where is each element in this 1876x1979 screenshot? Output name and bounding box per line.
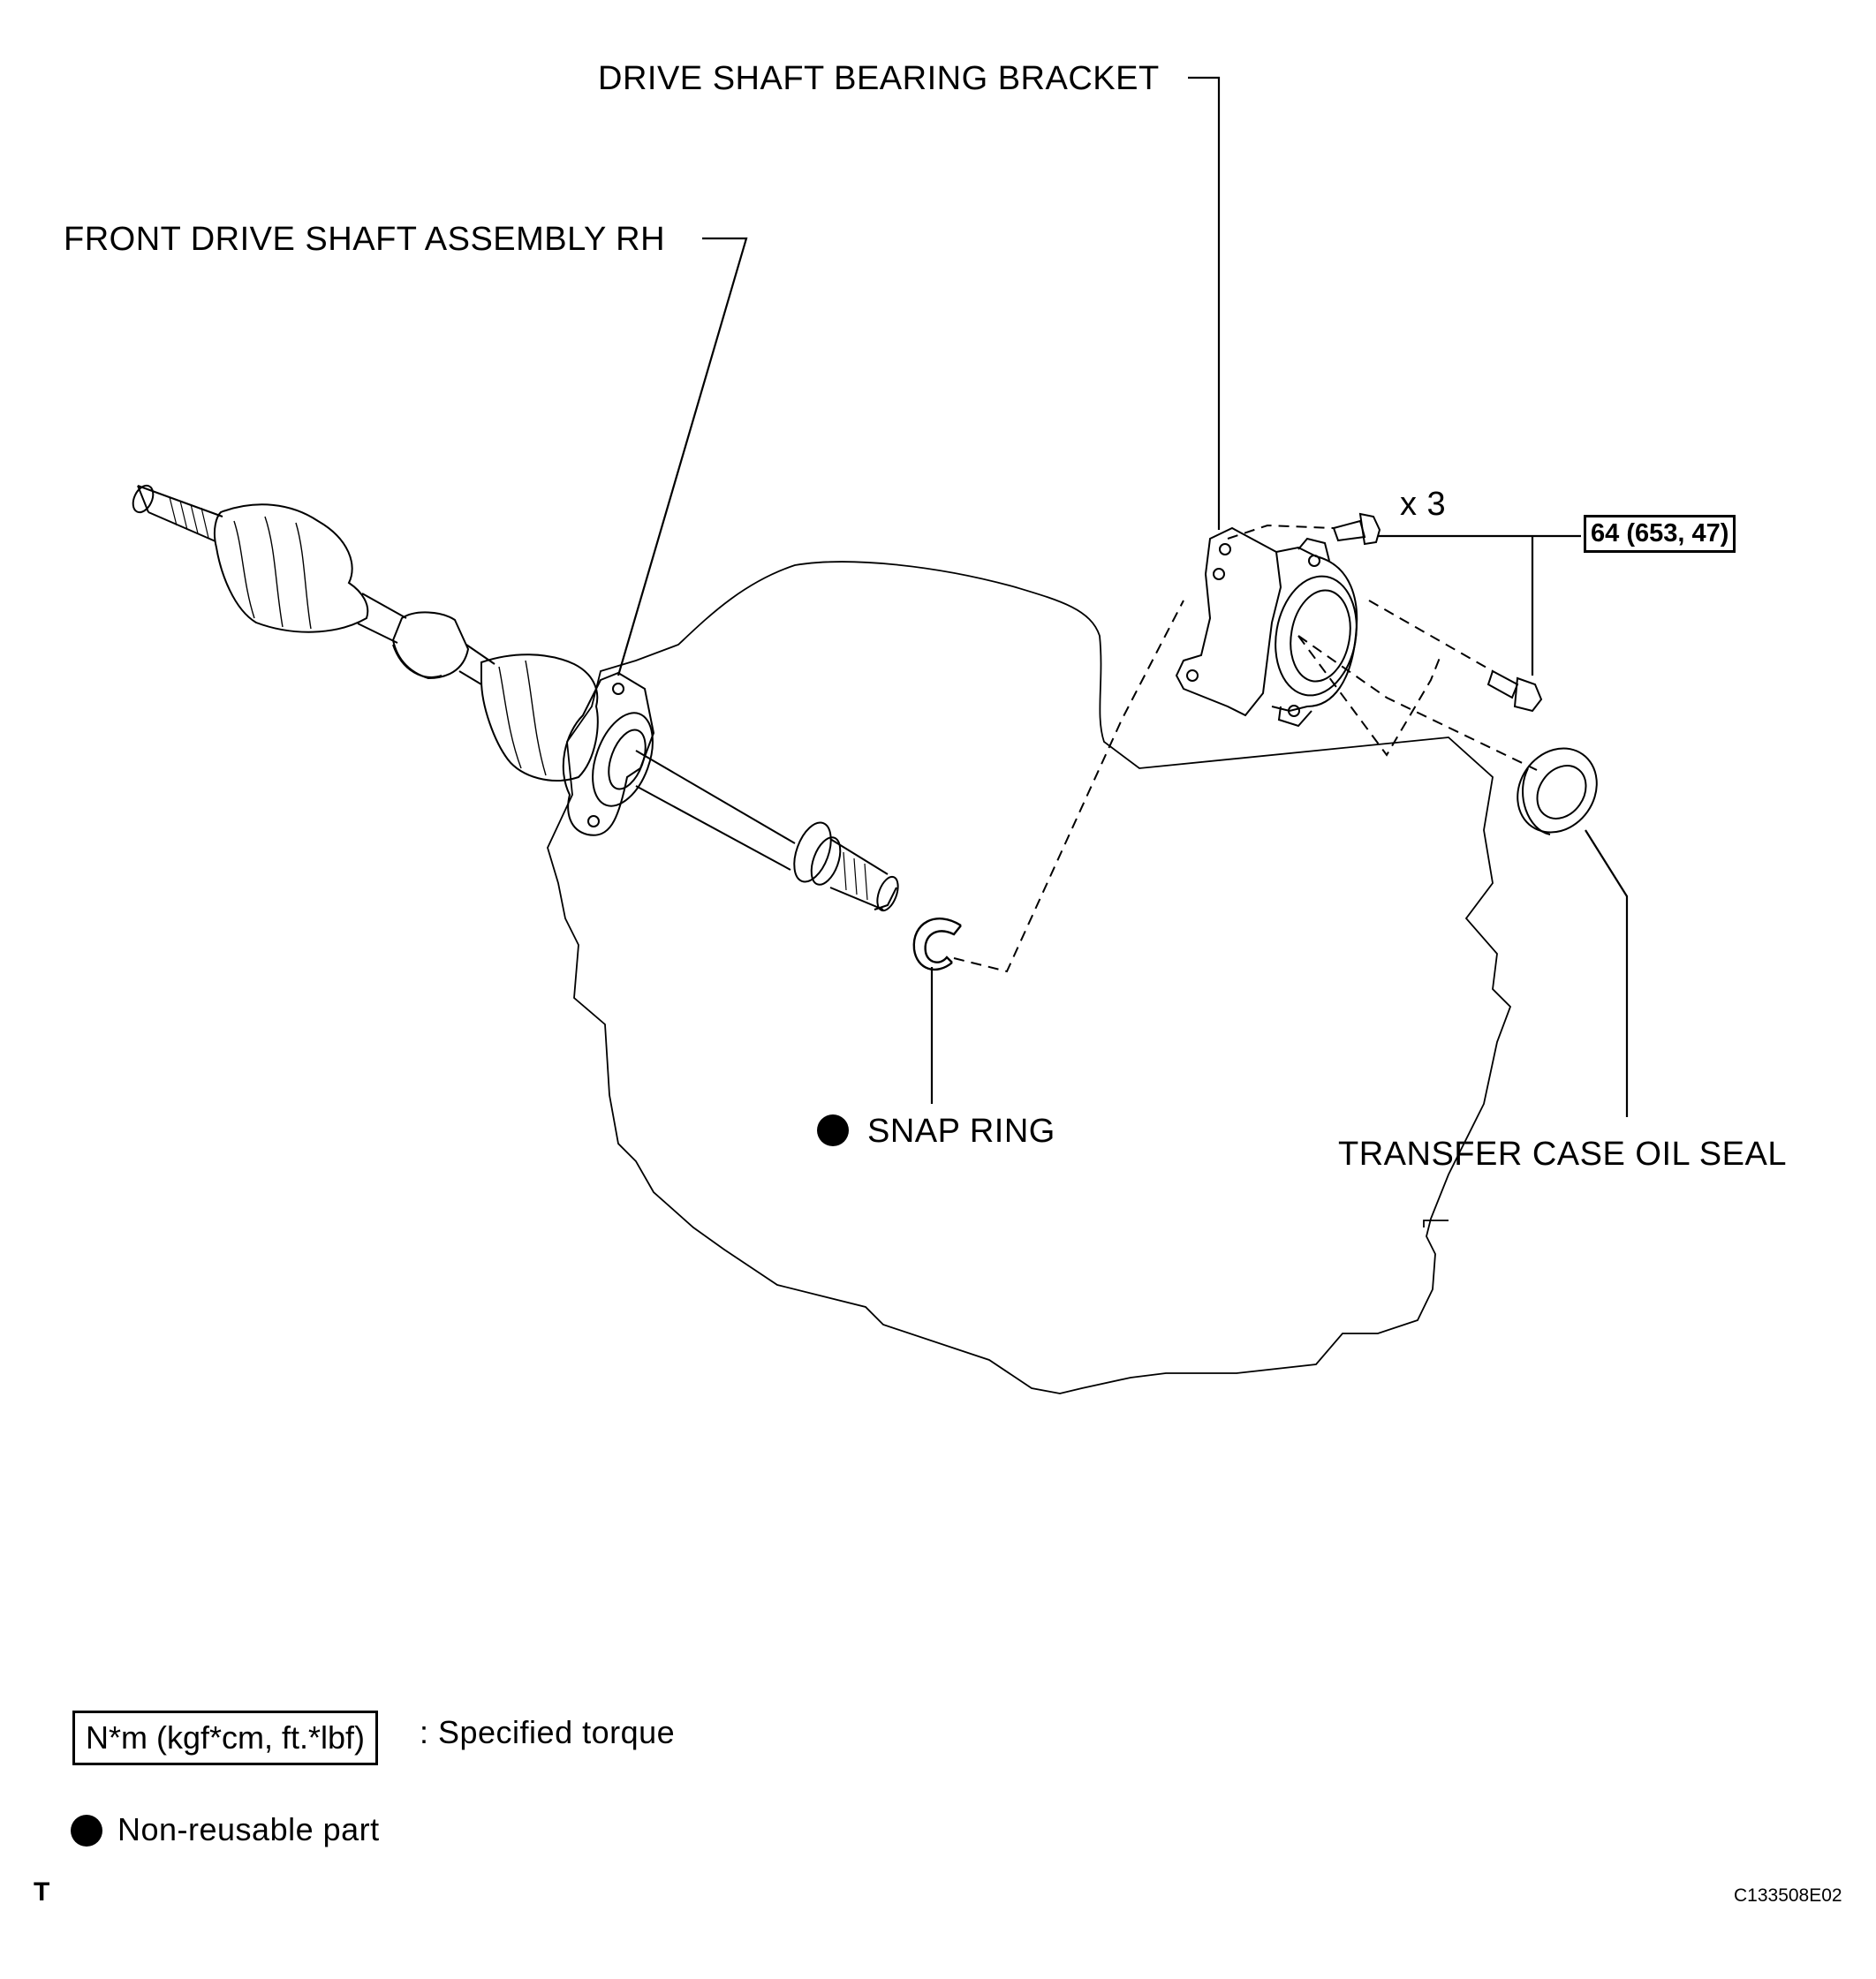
stub-collar (793, 821, 832, 883)
snap-ring-drawing (912, 918, 962, 971)
oil-seal-drawing (1517, 747, 1598, 835)
bracket-body (1271, 546, 1358, 713)
flange-hole-bottom (587, 815, 600, 827)
oil-seal-outer (1517, 747, 1598, 834)
legend-nonreusable-mark (71, 1815, 102, 1847)
leader-front-drive-shaft (617, 237, 748, 676)
bracket-bore-inner (1290, 589, 1351, 683)
stub-end (876, 875, 899, 912)
drive-shaft-drawing (132, 484, 899, 912)
bolt-upper-shank (1332, 519, 1366, 542)
transfer-case-outline (547, 561, 1512, 1394)
bolt-upper (1332, 512, 1381, 546)
label-snap-ring: SNAP RING (867, 1113, 1055, 1150)
bearing-inner (608, 729, 647, 790)
bearing-outer (592, 712, 654, 807)
outboard-spline-end (132, 484, 155, 514)
leader-bearing-bracket (1188, 76, 1221, 530)
label-front-drive-shaft-assembly: FRONT DRIVE SHAFT ASSEMBLY RH (64, 221, 666, 258)
stub-spline (843, 851, 868, 901)
bracket-plate (1175, 526, 1282, 717)
shaft-middle-2 (458, 644, 495, 685)
torque-value-box: 64 (653, 47) (1584, 515, 1736, 553)
figure-id: C133508E02 (1734, 1885, 1842, 1906)
outboard-spline-teeth (169, 496, 209, 539)
label-transfer-case-oil-seal: TRANSFER CASE OIL SEAL (1338, 1136, 1787, 1173)
outboard-boot (213, 503, 369, 633)
bracket-hole-5 (1288, 705, 1300, 717)
shaft-damper (391, 611, 470, 680)
bracket-ear-bottom (1277, 706, 1312, 728)
corner-mark: T (34, 1877, 50, 1907)
legend-torque-unit-box: N*m (kgf*cm, ft.*lbf) (72, 1711, 379, 1765)
alignment-line-bracket-top (1227, 524, 1335, 540)
bolt-lower-head (1513, 676, 1543, 713)
leader-oil-seal (1585, 829, 1629, 1117)
bracket-hole-1 (1219, 543, 1231, 555)
bracket-hole-4 (1308, 555, 1320, 567)
snap-ring-nonreusable-mark (817, 1114, 849, 1146)
label-drive-shaft-bearing-bracket: DRIVE SHAFT BEARING BRACKET (598, 60, 1160, 97)
legend-nonreusable-description: Non-reusable part (117, 1811, 380, 1847)
flange-hole-top (612, 683, 624, 695)
damper-ring (392, 644, 443, 678)
leader-torque (1378, 534, 1581, 676)
inner-shaft (635, 750, 796, 871)
shaft-middle (357, 593, 407, 644)
alignment-line-oil-seal (1297, 635, 1538, 771)
oil-seal-inner (1536, 765, 1587, 820)
outboard-boot-folds (233, 516, 312, 630)
alignment-line-bolt (1368, 600, 1494, 672)
bracket-hole-3 (1186, 669, 1199, 682)
stub-collar-2 (810, 836, 842, 886)
inboard-boot-folds (498, 660, 547, 776)
bearing-bracket-drawing (1175, 526, 1358, 728)
bolt-lower (1486, 669, 1543, 713)
alignment-line-snap-ring (953, 600, 1184, 973)
outboard-spline (137, 485, 223, 542)
bracket-bore-outer (1275, 575, 1358, 697)
oil-seal-edge (1522, 767, 1551, 835)
label-quantity: x 3 (1400, 486, 1447, 523)
transfer-case-flange (1423, 1220, 1449, 1227)
bolt-lower-shank (1486, 669, 1519, 699)
legend-torque-description: : Specified torque (420, 1714, 676, 1750)
bolt-upper-head (1358, 512, 1381, 546)
bracket-hole-2 (1213, 568, 1225, 580)
inboard-boot (480, 653, 599, 782)
alignment-line-seal (1297, 635, 1441, 757)
bracket-ear-top (1297, 537, 1330, 562)
